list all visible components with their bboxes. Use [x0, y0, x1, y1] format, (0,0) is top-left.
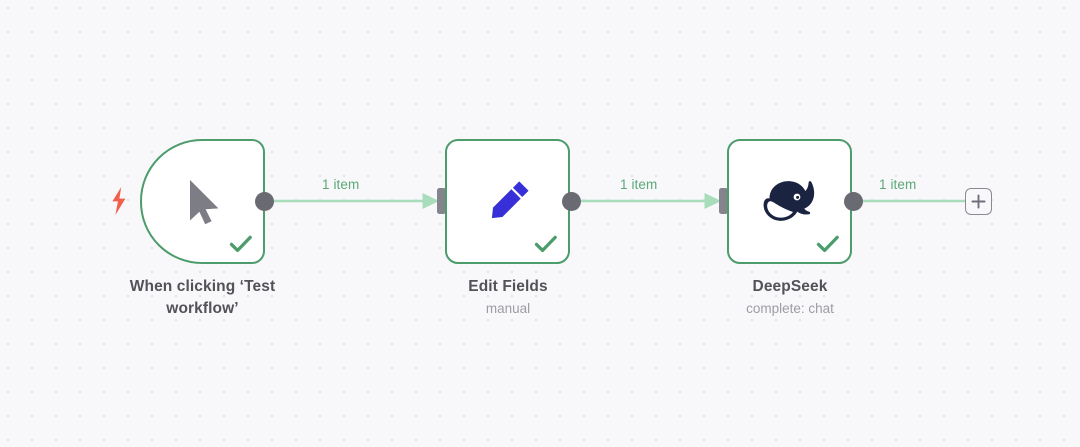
node-subtitle-deepseek: complete: chat — [746, 301, 834, 317]
node-manual-trigger[interactable] — [140, 139, 265, 264]
trigger-bolt-icon — [110, 187, 128, 215]
node-title-edit-fields: Edit Fields — [468, 278, 548, 295]
connector-label-2: 1 item — [620, 177, 658, 192]
node-title-manual-trigger: When clicking ‘Test workflow’ — [129, 278, 276, 318]
node-caption-deepseek: DeepSeek complete: chat — [700, 276, 880, 320]
node-title-deepseek: DeepSeek — [752, 278, 828, 295]
node-caption-edit-fields: Edit Fields manual — [418, 276, 598, 320]
node-status-success-icon — [229, 235, 252, 253]
plus-icon — [971, 194, 986, 209]
output-port-deepseek[interactable] — [844, 192, 863, 211]
mouse-cursor-icon — [142, 141, 263, 262]
output-port-edit-fields[interactable] — [562, 192, 581, 211]
output-port-manual-trigger[interactable] — [255, 192, 274, 211]
node-caption-manual-trigger: When clicking ‘Test workflow’ — [95, 276, 310, 321]
node-status-success-icon — [816, 235, 839, 253]
node-edit-fields[interactable] — [445, 139, 570, 264]
connector-label-1: 1 item — [322, 177, 360, 192]
node-status-success-icon — [534, 235, 557, 253]
input-port-deepseek[interactable] — [719, 188, 728, 214]
node-deepseek[interactable] — [727, 139, 852, 264]
deepseek-whale-icon — [729, 141, 850, 262]
input-port-edit-fields[interactable] — [437, 188, 446, 214]
node-subtitle-edit-fields: manual — [485, 301, 531, 317]
pencil-icon — [447, 141, 568, 262]
add-node-button[interactable] — [965, 188, 992, 215]
connector-label-3: 1 item — [879, 177, 917, 192]
